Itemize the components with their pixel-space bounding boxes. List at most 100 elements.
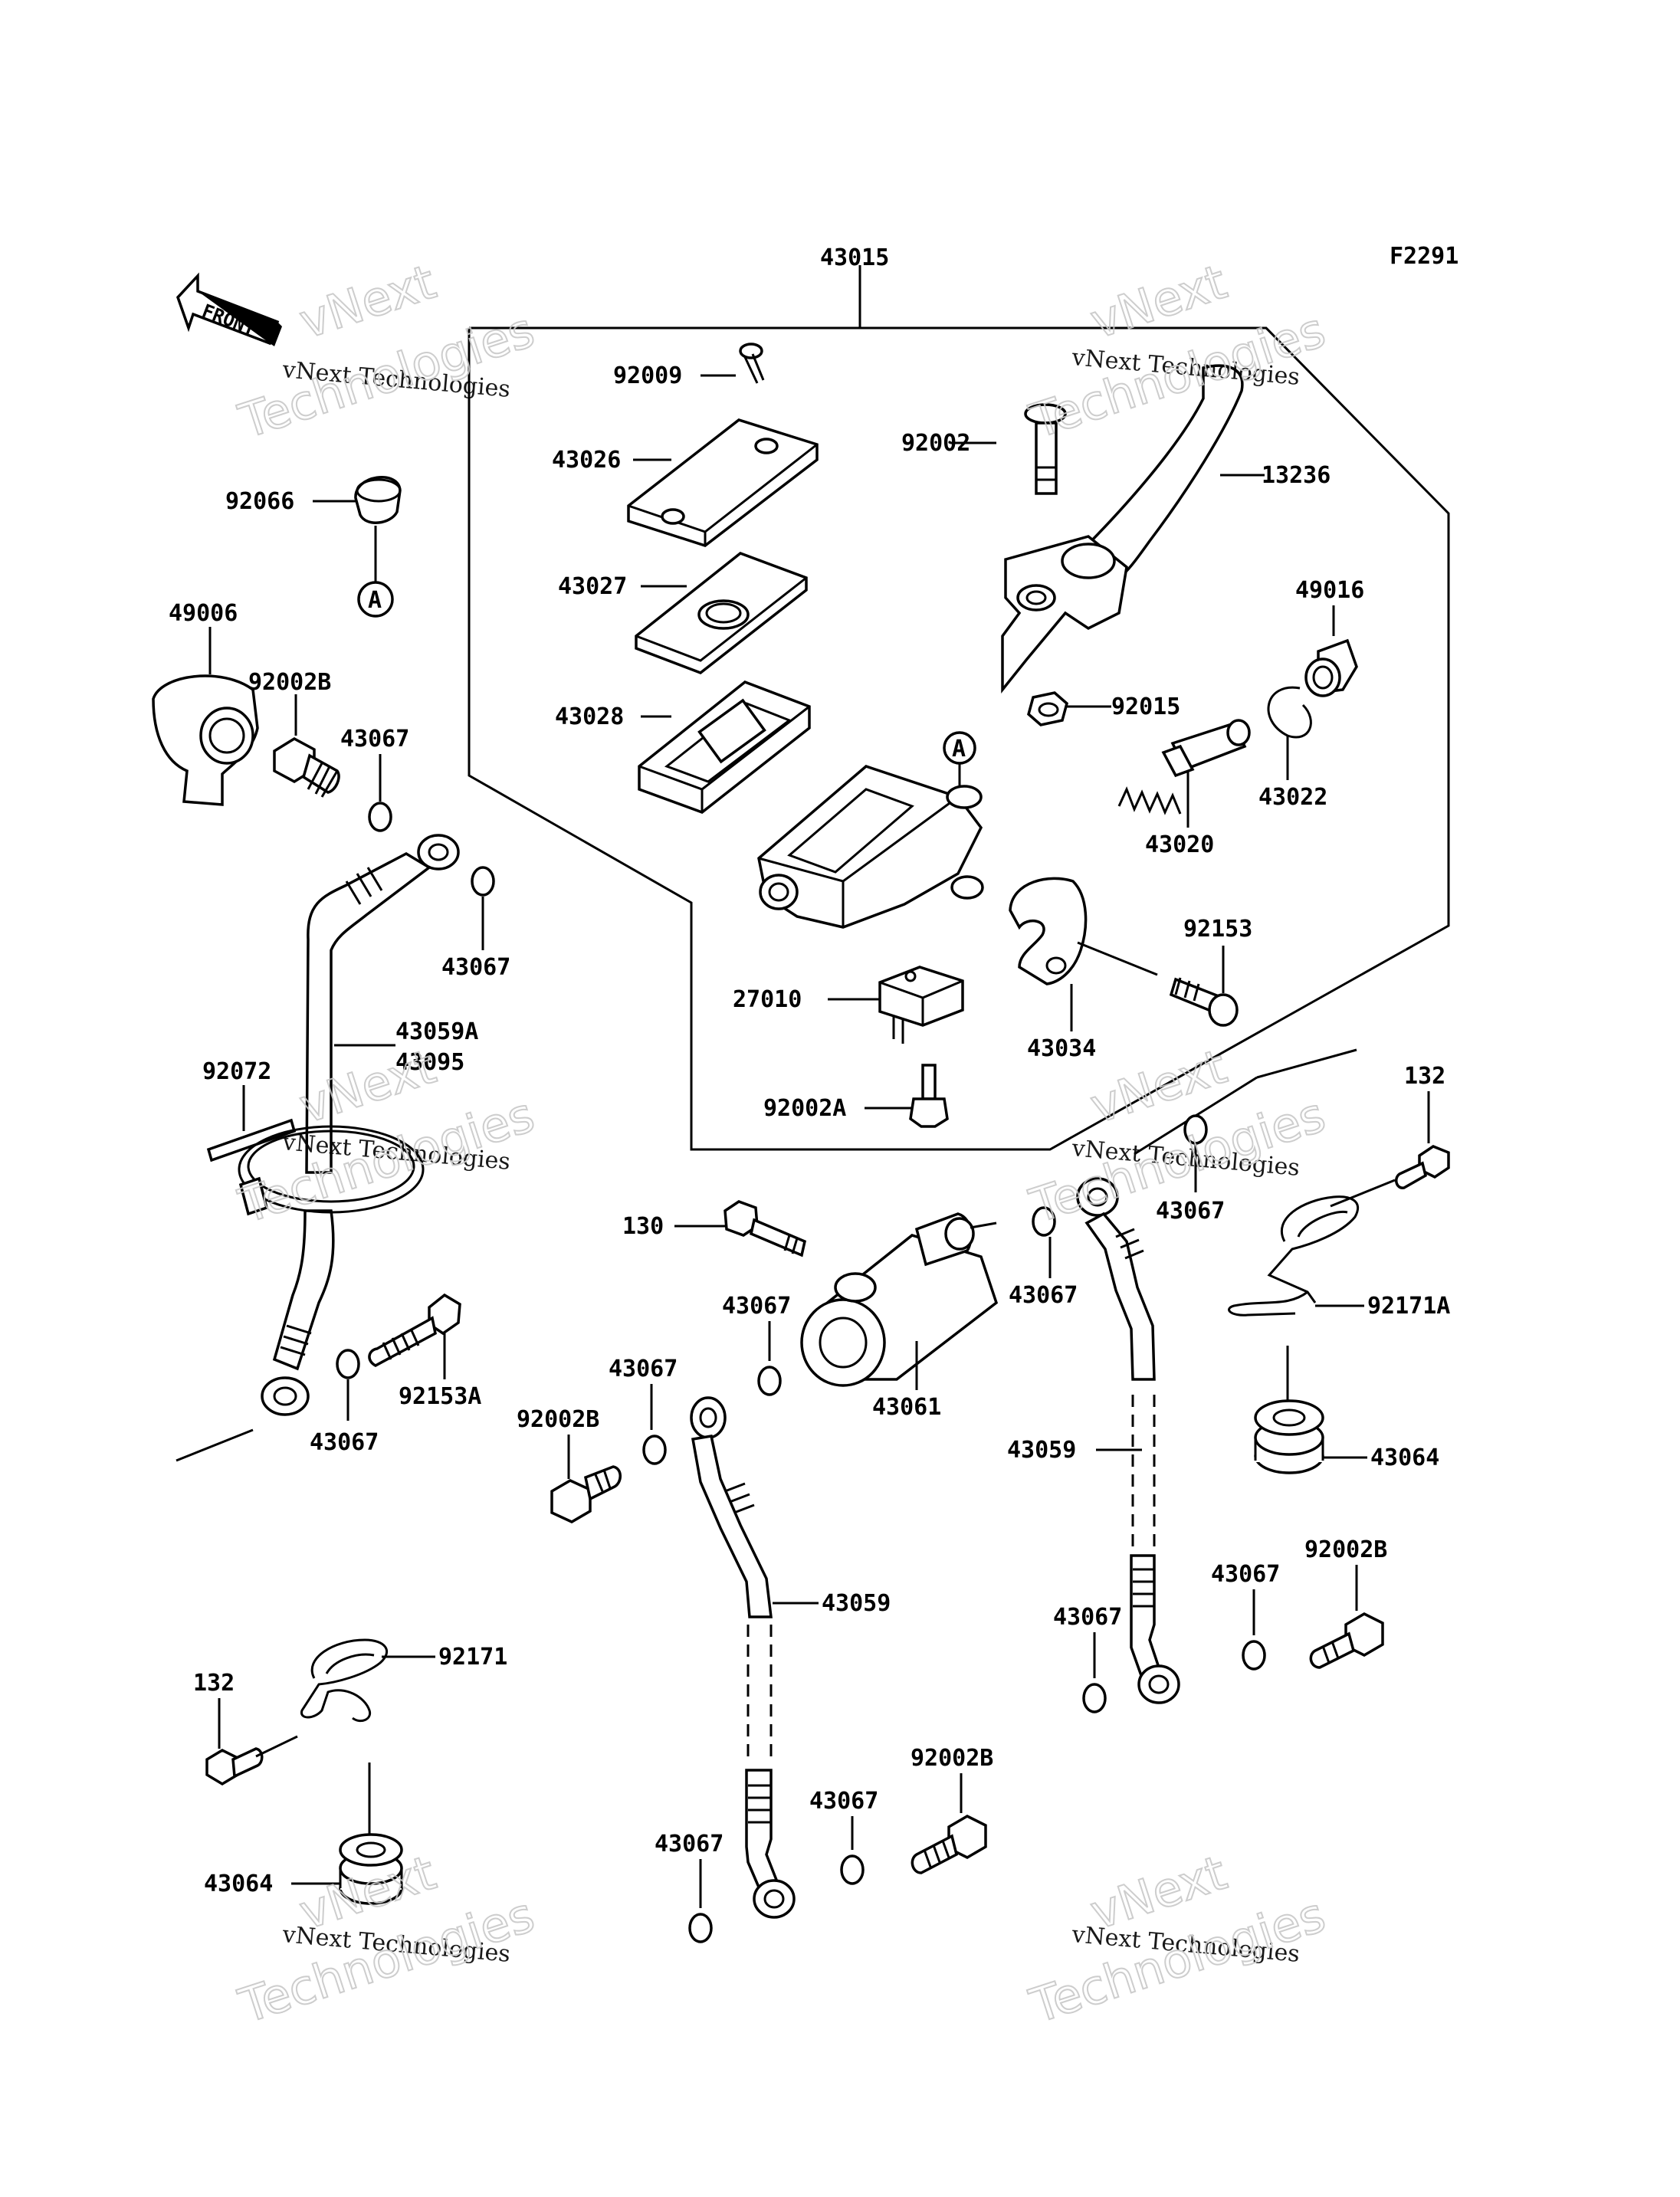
washer-43067-k (1082, 1683, 1107, 1713)
label-43034: 43034 (1027, 1035, 1096, 1062)
label-43067-b: 43067 (441, 954, 510, 981)
holder-43034 (1009, 877, 1088, 985)
washer-43067-j (1242, 1640, 1266, 1671)
piston-43020 (1117, 719, 1251, 815)
leader-bolt-to-clip-b (255, 1735, 298, 1758)
washer-43067-c (336, 1349, 360, 1379)
bolt-130 (724, 1200, 807, 1258)
label-92002B-c: 92002B (1304, 1536, 1387, 1563)
label-43067-d: 43067 (722, 1293, 791, 1320)
label-43059-b: 43059 (1007, 1437, 1076, 1464)
label-130: 130 (622, 1213, 664, 1240)
label-49006: 49006 (169, 600, 238, 627)
label-92171A: 92171A (1367, 1293, 1450, 1320)
label-132-b: 132 (193, 1670, 235, 1697)
watermark-bottom-right: vNext vNext Technologies Technologies (1022, 1844, 1332, 2035)
marker-a-body-text: A (952, 736, 966, 762)
watermark-top-left: vNext vNext Technologies Technologies (231, 253, 541, 451)
marker-a-top-text: A (368, 587, 382, 614)
marker-a-top (357, 581, 394, 618)
label-92002A: 92002A (763, 1095, 846, 1122)
grommet-43064-b (339, 1833, 403, 1905)
brake-hose-43059-b (1076, 1177, 1180, 1704)
bolt-132-b (205, 1747, 264, 1786)
label-43067-g: 43067 (809, 1788, 878, 1815)
clip-92171 (300, 1638, 389, 1723)
label-92015: 92015 (1111, 694, 1180, 720)
bolt-92153A (368, 1293, 461, 1367)
banjo-bolt-92002B-d (911, 1815, 987, 1874)
label-43026: 43026 (552, 447, 621, 474)
label-13236: 13236 (1262, 462, 1331, 489)
assembly-outline (468, 326, 1450, 1151)
label-43027: 43027 (558, 573, 627, 600)
switch-27010 (878, 966, 964, 1044)
label-43095: 43095 (395, 1049, 464, 1076)
label-49016: 49016 (1295, 577, 1364, 604)
bolt-92153 (1169, 977, 1239, 1027)
brake-lever-13236 (1001, 364, 1244, 694)
rear-master-cylinder-43061 (800, 1212, 999, 1387)
label-43061: 43061 (872, 1394, 941, 1421)
reservoir-cap-43026 (627, 418, 819, 547)
label-43067-a: 43067 (340, 726, 409, 753)
front-arrow-icon: FRONT (176, 272, 282, 346)
label-43067-e: 43067 (609, 1356, 678, 1382)
leader-holder-to-bolt (1077, 941, 1158, 976)
label-92002: 92002 (901, 430, 970, 457)
pivot-bolt-92002 (1024, 403, 1067, 495)
label-132-a: 132 (1404, 1063, 1445, 1090)
label-92153: 92153 (1183, 916, 1252, 943)
label-92066: 92066 (225, 488, 294, 515)
label-92002B-d: 92002B (911, 1745, 993, 1772)
leader-bolt-to-clip (1330, 1179, 1396, 1208)
bolt-132-a (1395, 1145, 1450, 1189)
master-cylinder-body (757, 765, 984, 929)
washer-43067-a (368, 802, 392, 832)
label-43067-c: 43067 (310, 1429, 379, 1456)
watermark-bottom-left: vNext vNext Technologies Technologies (231, 1844, 541, 2035)
figure-code: F2291 (1390, 243, 1459, 270)
label-92009: 92009 (613, 362, 682, 389)
hose-end-line-left (176, 1428, 254, 1462)
circlip-43022 (1267, 686, 1312, 739)
cap-92066 (354, 476, 402, 524)
label-43015: 43015 (820, 244, 889, 271)
label-92002B-a: 92002B (248, 669, 331, 696)
label-43020: 43020 (1145, 831, 1214, 858)
brake-hose-43059A (261, 834, 460, 1416)
screw-92009 (739, 343, 765, 384)
clip-92171A (1228, 1195, 1360, 1317)
label-92153A: 92153A (399, 1383, 481, 1410)
washer-43067-e (642, 1435, 667, 1465)
label-43022: 43022 (1258, 784, 1327, 811)
label-92171: 92171 (438, 1644, 507, 1671)
label-43067-f: 43067 (655, 1831, 724, 1858)
bolt-92002A (909, 1064, 949, 1128)
clamp-92072 (206, 1118, 425, 1216)
washer-43067-g (840, 1854, 865, 1885)
label-92002B-b: 92002B (517, 1406, 599, 1433)
washer-43067-f (688, 1913, 713, 1943)
label-43067-h: 43067 (1156, 1198, 1225, 1225)
dust-boot-49016 (1304, 638, 1358, 697)
washer-43067-d (757, 1366, 782, 1396)
grommet-43064-a (1254, 1399, 1324, 1474)
banjo-bolt-92002B-a (273, 736, 340, 798)
brake-hose-43059-a (690, 1396, 796, 1919)
label-92072: 92072 (202, 1058, 271, 1085)
label-43067-i: 43067 (1009, 1282, 1078, 1309)
washer-43067-h (1183, 1114, 1208, 1145)
diaphragm-43028 (638, 680, 811, 814)
label-43028: 43028 (555, 703, 624, 730)
hose-end-line-right-a (1256, 1048, 1357, 1079)
label-27010: 27010 (733, 986, 802, 1013)
label-43067-j: 43067 (1211, 1561, 1280, 1588)
washer-43067-b (471, 866, 495, 897)
diaphragm-plate-43027 (635, 552, 808, 674)
watermark-top-right: vNext vNext Technologies Technologies (1022, 253, 1332, 451)
label-43064-a: 43064 (1370, 1444, 1439, 1471)
nut-92015 (1027, 691, 1068, 726)
label-43059A: 43059A (395, 1018, 478, 1045)
